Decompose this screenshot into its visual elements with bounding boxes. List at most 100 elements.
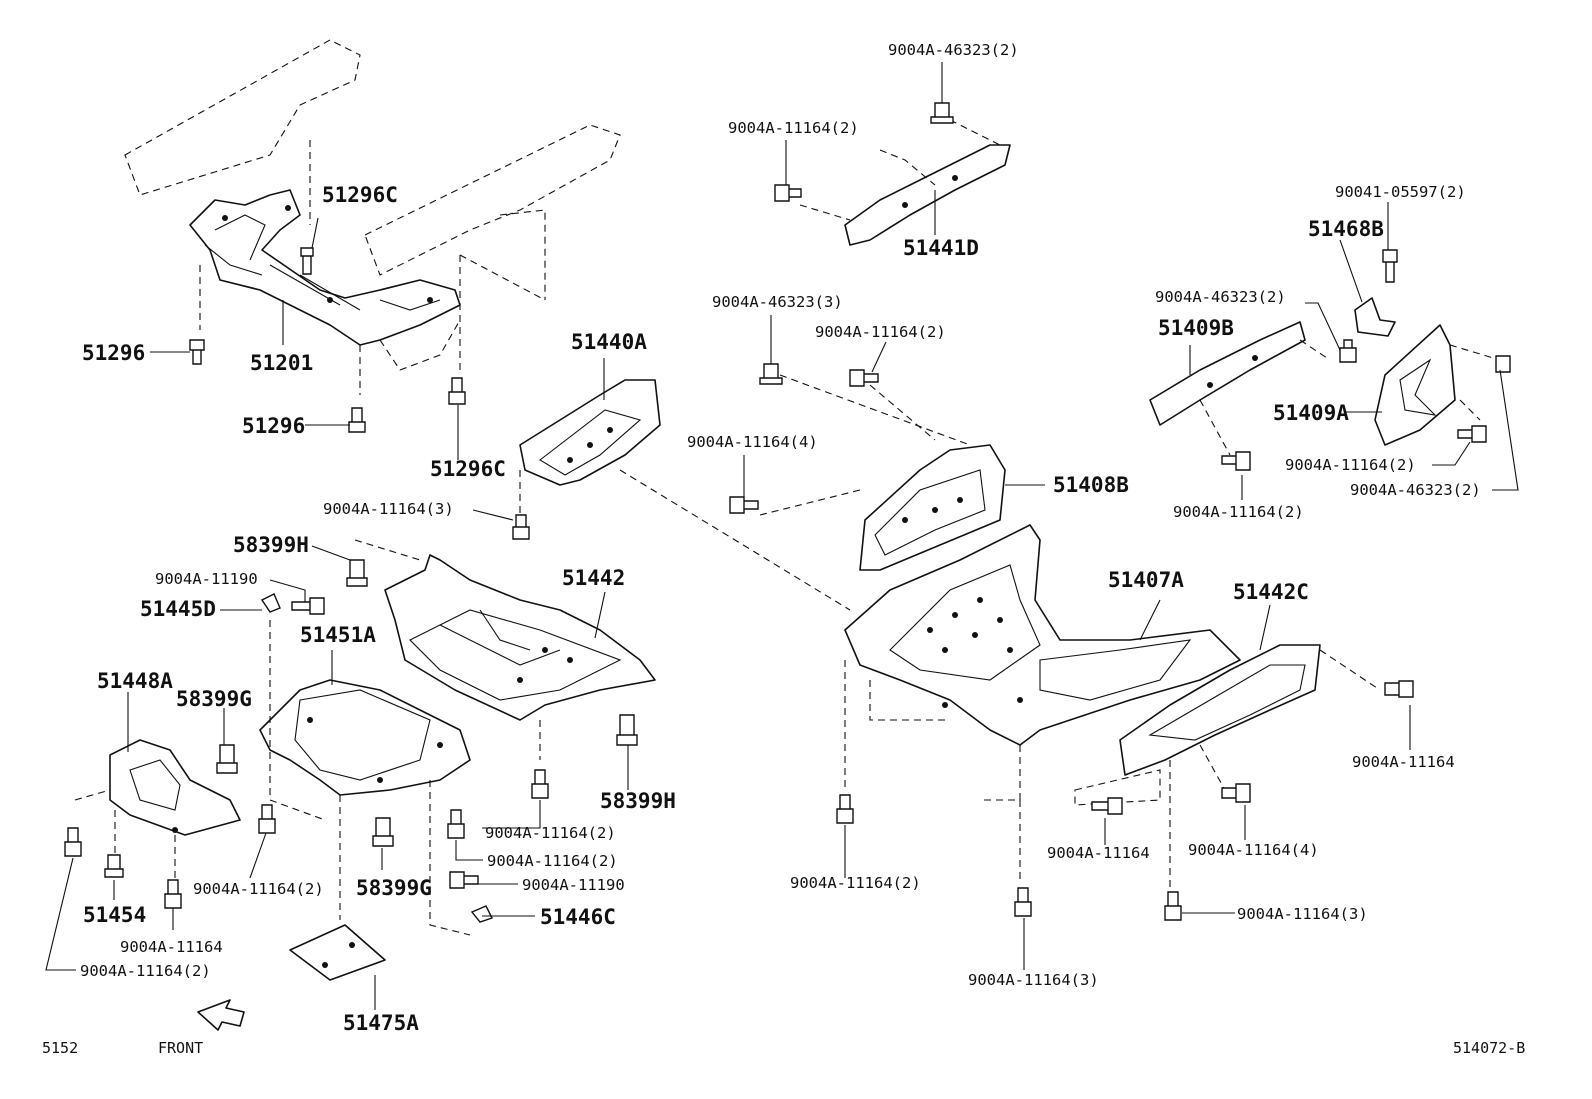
bracket-51446c [470,905,493,923]
label-51296c-top: 51296C [322,183,398,207]
label-51468b: 51468B [1308,217,1384,241]
plate-51475a-drawing [289,924,386,981]
label-51446c: 51446C [540,905,616,929]
label-51296-left: 51296 [82,341,145,365]
label-51448a: 51448A [97,669,173,693]
label-51441d: 51441D [903,236,979,260]
bolt-11190-top [291,597,325,615]
label-51445d: 51445D [140,597,216,621]
label-51475a: 51475A [343,1011,419,1035]
label-58399h-bottom: 58399H [600,789,676,813]
cover-51407a-drawing [844,524,1241,880]
bolt-11164-2-bottomleft [64,827,82,857]
label-bolt-46323-2-right: 9004A-46323(2) [1155,288,1286,306]
bolt-11164-3-bottomright [1164,891,1182,921]
label-bolt-11164-4-bottom: 9004A-11164(4) [1188,841,1319,859]
label-bolt-11164-2-center: 9004A-11164(2) [815,323,946,341]
label-51442: 51442 [562,566,625,590]
bolt-11164-4-center [729,496,759,514]
label-bolt-11164-3-left: 9004A-11164(3) [323,500,454,518]
label-bolt-11164-single-left: 9004A-11164 [120,938,223,956]
bolt-51296c-top [300,247,314,275]
clip-58399h-top [346,559,368,587]
bolt-11164-2-bottom [836,794,854,824]
label-51201: 51201 [250,351,313,375]
footer: 5152 FRONT 514072-B [42,1039,1525,1057]
label-bolt-90041-05597: 90041-05597(2) [1335,183,1466,201]
diagram-id: 514072-B [1453,1039,1525,1057]
bracket-51409b-drawing [1149,321,1331,456]
subframe-51201-drawing [124,39,621,395]
label-51407a: 51407A [1108,568,1184,592]
page-code: 5152 [42,1039,78,1057]
bolt-11164-3-bottom [1014,887,1032,917]
label-51440a: 51440A [571,330,647,354]
bolt-11164-2-mid2 [447,809,465,839]
bolt-11164-single-bottom [1091,797,1123,815]
bracket-51409a-drawing [1374,324,1501,446]
bolt-11164-2-top [774,184,802,202]
label-58399h-top: 58399H [233,533,309,557]
front-arrow [197,999,245,1031]
label-51409a: 51409A [1273,401,1349,425]
label-bolt-11164-2-bottom: 9004A-11164(2) [790,874,921,892]
bracket-51441d-drawing [799,119,1011,246]
label-51451a: 51451A [300,623,376,647]
front-label: FRONT [158,1039,203,1057]
bolt-11164-2-right [1457,425,1487,443]
cover-51442-drawing [354,539,656,760]
bolt-11164-2-left [258,804,276,834]
leader-lines [45,62,1519,1010]
clip-58399g-bottom [372,817,394,847]
label-51296-bottom: 51296 [242,414,305,438]
cover-51442c-drawing [1074,644,1381,890]
bolt-51296-bottom [348,407,366,433]
label-bolt-11164-2-left: 9004A-11164(2) [193,880,324,898]
clip-58399h-bottom [616,714,638,746]
label-bolt-11164-2-top: 9004A-11164(2) [728,119,859,137]
bolt-46323-2-right [1339,339,1357,363]
label-51408b: 51408B [1053,473,1129,497]
bolt-90041-05597 [1382,249,1398,283]
label-bolt-11190-bottom: 9004A-11190 [522,876,625,894]
label-bolt-11164-3-bottom: 9004A-11164(3) [968,971,1099,989]
cover-51451a-drawing [259,620,471,936]
bolt-51296-left [189,339,205,365]
bolt-11164-single-right [1384,680,1414,698]
label-bolt-11164-4-center: 9004A-11164(4) [687,433,818,451]
bolt-11164-3-left [512,514,530,540]
bolt-11164-single-left [164,879,182,909]
bolt-11164-4-bottom [1221,783,1251,803]
label-bolt-11164-single-right: 9004A-11164 [1352,753,1455,771]
label-bolt-11164-single-bottom: 9004A-11164 [1047,844,1150,862]
label-58399g-top: 58399G [176,687,252,711]
bolt-46323-2-right2 [1495,355,1511,373]
shield-51440a-drawing [519,379,851,611]
label-bolt-11164-2-right3: 9004A-11164(2) [1173,503,1304,521]
label-bolt-11164-2-right: 9004A-11164(2) [1285,456,1416,474]
clip-58399g-top [216,744,238,774]
cover-51448a-drawing [74,739,241,880]
label-51454: 51454 [83,903,146,927]
label-bolt-46323-2-top: 9004A-46323(2) [888,41,1019,59]
label-bolt-11164-2-bottomleft: 9004A-11164(2) [80,962,211,980]
label-bolt-11164-2-mid2: 9004A-11164(2) [487,852,618,870]
bolt-51296c-bottom [448,377,466,405]
bracket-51408b-drawing [759,374,1006,571]
label-bolt-11164-3-bottomright: 9004A-11164(3) [1237,905,1368,923]
bolt-46323-3 [759,363,783,385]
label-51409b: 51409B [1158,316,1234,340]
part-labels: 51296C 51296 51201 51296 51296C 51440A 9… [80,41,1481,1035]
bolt-11164-2-right3 [1221,451,1251,471]
bolt-11190-bottom [449,871,479,889]
bolt-11164-2-center [849,369,879,387]
label-51296c-bottom: 51296C [430,457,506,481]
label-58399g-bottom: 58399G [356,876,432,900]
bracket-51468b-drawing [1354,297,1396,337]
clip-51454 [104,854,124,878]
label-bolt-11190-top: 9004A-11190 [155,570,258,588]
bolt-11164-2-mid [531,769,549,799]
label-bolt-46323-2-right2: 9004A-46323(2) [1350,481,1481,499]
bolt-46323-2-top [930,102,954,124]
